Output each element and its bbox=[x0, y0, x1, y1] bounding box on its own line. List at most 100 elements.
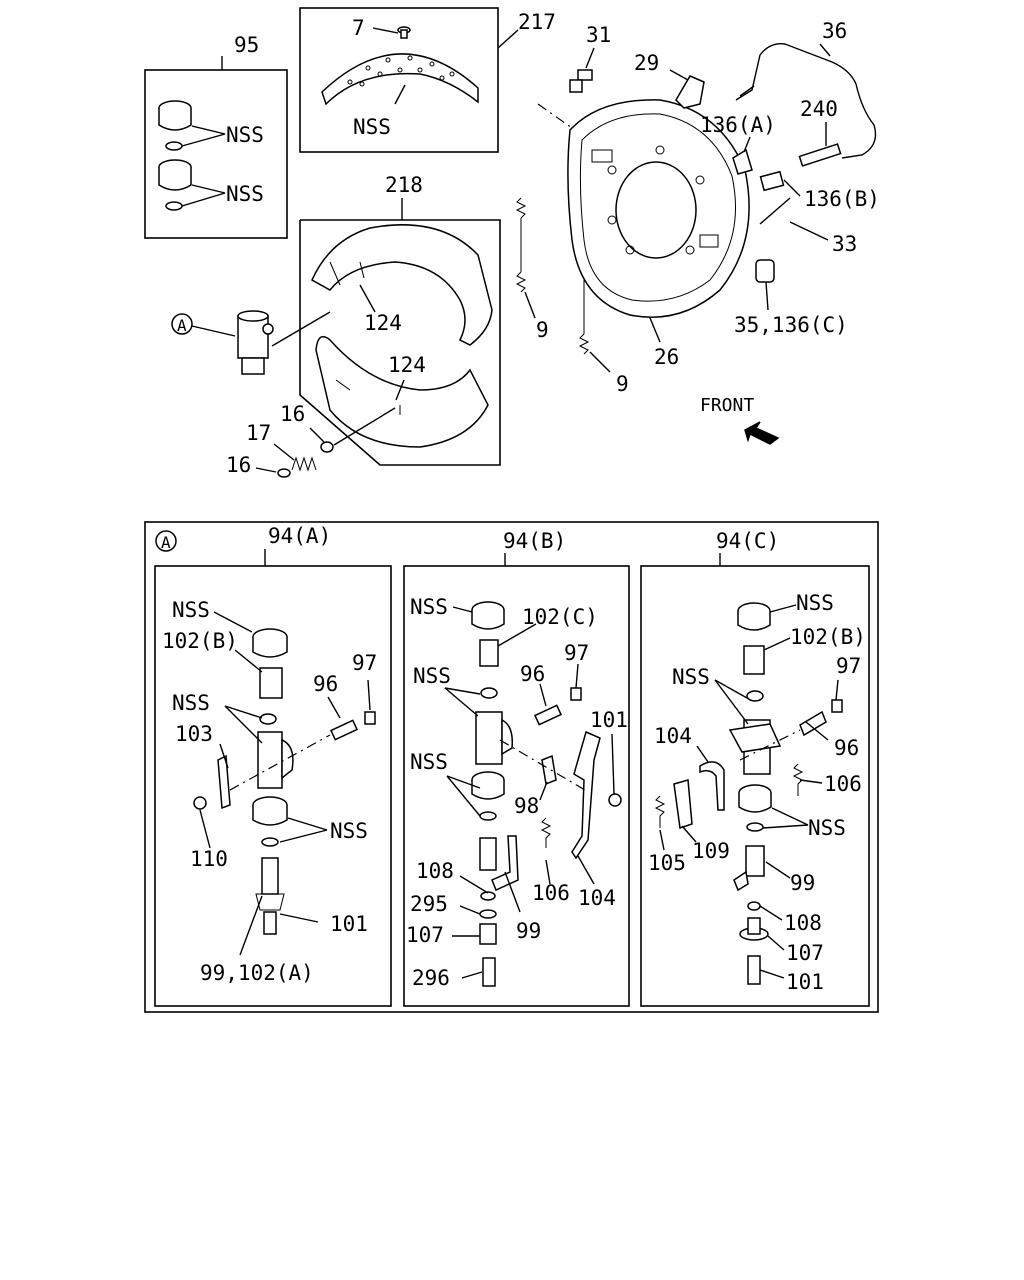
shoe-assembly-218-box bbox=[299, 219, 501, 466]
label-36: 36 bbox=[822, 19, 847, 43]
label-b-108: 108 bbox=[416, 859, 454, 883]
label-b-106: 106 bbox=[532, 881, 570, 905]
label-a-nss2: NSS bbox=[172, 691, 210, 715]
lining-kit-217-box bbox=[299, 7, 499, 153]
grommet-35 bbox=[755, 259, 775, 283]
label-a-99-102a: 99,102(A) bbox=[200, 961, 314, 985]
label-b-97: 97 bbox=[564, 641, 589, 665]
brake-pipe-36 bbox=[735, 43, 877, 159]
label-b-101: 101 bbox=[590, 708, 628, 732]
label-c-104: 104 bbox=[654, 724, 692, 748]
label-c-101: 101 bbox=[786, 970, 824, 994]
label-circle-a-box: A bbox=[161, 533, 171, 552]
label-c-109: 109 bbox=[692, 839, 730, 863]
label-circle-a-top: A bbox=[177, 316, 187, 335]
label-124b: 124 bbox=[388, 353, 426, 377]
label-c-nss3: NSS bbox=[808, 816, 846, 840]
label-nss-217: NSS bbox=[353, 115, 391, 139]
label-a-97: 97 bbox=[352, 651, 377, 675]
label-a-103: 103 bbox=[175, 722, 213, 746]
callout-a-circle bbox=[171, 313, 193, 335]
label-b-nss3: NSS bbox=[410, 750, 448, 774]
label-c-nss2: NSS bbox=[672, 665, 710, 689]
label-218: 218 bbox=[385, 173, 423, 197]
panel-94a bbox=[154, 565, 392, 1007]
cup-seal-95a bbox=[158, 100, 192, 151]
brake-shoe-upper bbox=[311, 224, 493, 346]
label-7: 7 bbox=[352, 16, 365, 40]
label-b-104: 104 bbox=[578, 886, 616, 910]
brake-shoe-lower bbox=[315, 335, 489, 448]
label-nss-95b: NSS bbox=[226, 182, 264, 206]
panel-c-parts bbox=[654, 602, 843, 985]
cup-seal-95b bbox=[158, 159, 192, 211]
label-124a: 124 bbox=[364, 311, 402, 335]
front-arrow bbox=[744, 421, 780, 445]
label-217: 217 bbox=[518, 10, 556, 34]
label-33: 33 bbox=[832, 232, 857, 256]
connector-240 bbox=[798, 143, 842, 167]
washer-16b bbox=[320, 441, 334, 453]
label-b-98: 98 bbox=[514, 794, 539, 818]
label-136b: 136(B) bbox=[804, 187, 880, 211]
label-c-96: 96 bbox=[834, 736, 859, 760]
detail-a-circle bbox=[155, 530, 177, 552]
label-31: 31 bbox=[586, 23, 611, 47]
label-b-102c: 102(C) bbox=[522, 605, 598, 629]
label-b-nss1: NSS bbox=[410, 595, 448, 619]
label-b-96: 96 bbox=[520, 662, 545, 686]
rivet-7 bbox=[397, 26, 411, 39]
label-17: 17 bbox=[246, 421, 271, 445]
label-a-102b: 102(B) bbox=[162, 629, 238, 653]
clip-136a bbox=[732, 148, 753, 175]
label-136a: 136(A) bbox=[700, 113, 776, 137]
label-b-99: 99 bbox=[516, 919, 541, 943]
label-35-136c: 35,136(C) bbox=[734, 313, 848, 337]
label-a-101: 101 bbox=[330, 912, 368, 936]
label-26: 26 bbox=[654, 345, 679, 369]
label-94b: 94(B) bbox=[503, 529, 566, 553]
label-94c: 94(C) bbox=[716, 529, 779, 553]
return-spring-9a bbox=[515, 197, 527, 293]
washer-16a bbox=[277, 468, 291, 478]
label-c-106: 106 bbox=[824, 772, 862, 796]
label-c-102b: 102(B) bbox=[790, 625, 866, 649]
panel-b-parts bbox=[471, 601, 622, 987]
bolt-33 bbox=[759, 197, 791, 225]
label-240: 240 bbox=[800, 97, 838, 121]
label-a-110: 110 bbox=[190, 847, 228, 871]
brake-lining bbox=[321, 53, 479, 106]
panel-a-parts bbox=[193, 628, 376, 935]
label-29: 29 bbox=[634, 51, 659, 75]
label-94a: 94(A) bbox=[268, 524, 331, 548]
label-nss-95a: NSS bbox=[226, 123, 264, 147]
label-c-108: 108 bbox=[784, 911, 822, 935]
bolt-31 bbox=[569, 69, 593, 93]
label-16a: 16 bbox=[280, 402, 305, 426]
connector-136b bbox=[759, 170, 785, 192]
label-b-295: 295 bbox=[410, 892, 448, 916]
callout-labels: 95 7 217 31 29 36 240 136(A) 136(B) 33 3… bbox=[161, 10, 880, 994]
panel-94c bbox=[640, 565, 870, 1007]
label-front: FRONT bbox=[700, 395, 754, 416]
label-b-107: 107 bbox=[406, 923, 444, 947]
backing-plate-26 bbox=[567, 99, 750, 318]
label-95: 95 bbox=[234, 33, 259, 57]
label-b-nss2: NSS bbox=[413, 664, 451, 688]
panel-94b bbox=[403, 565, 630, 1007]
spring-17 bbox=[291, 456, 317, 472]
wheel-cylinder bbox=[237, 310, 274, 375]
label-c-107: 107 bbox=[786, 941, 824, 965]
label-c-97: 97 bbox=[836, 654, 861, 678]
label-a-nss1: NSS bbox=[172, 598, 210, 622]
sensor-29 bbox=[675, 75, 705, 109]
label-a-nss3: NSS bbox=[330, 819, 368, 843]
detail-a-frame bbox=[144, 521, 879, 1013]
label-9a: 9 bbox=[536, 318, 549, 342]
label-16b: 16 bbox=[226, 453, 251, 477]
label-a-96: 96 bbox=[313, 672, 338, 696]
label-c-nss1: NSS bbox=[796, 591, 834, 615]
label-9b: 9 bbox=[616, 372, 629, 396]
label-c-99: 99 bbox=[790, 871, 815, 895]
